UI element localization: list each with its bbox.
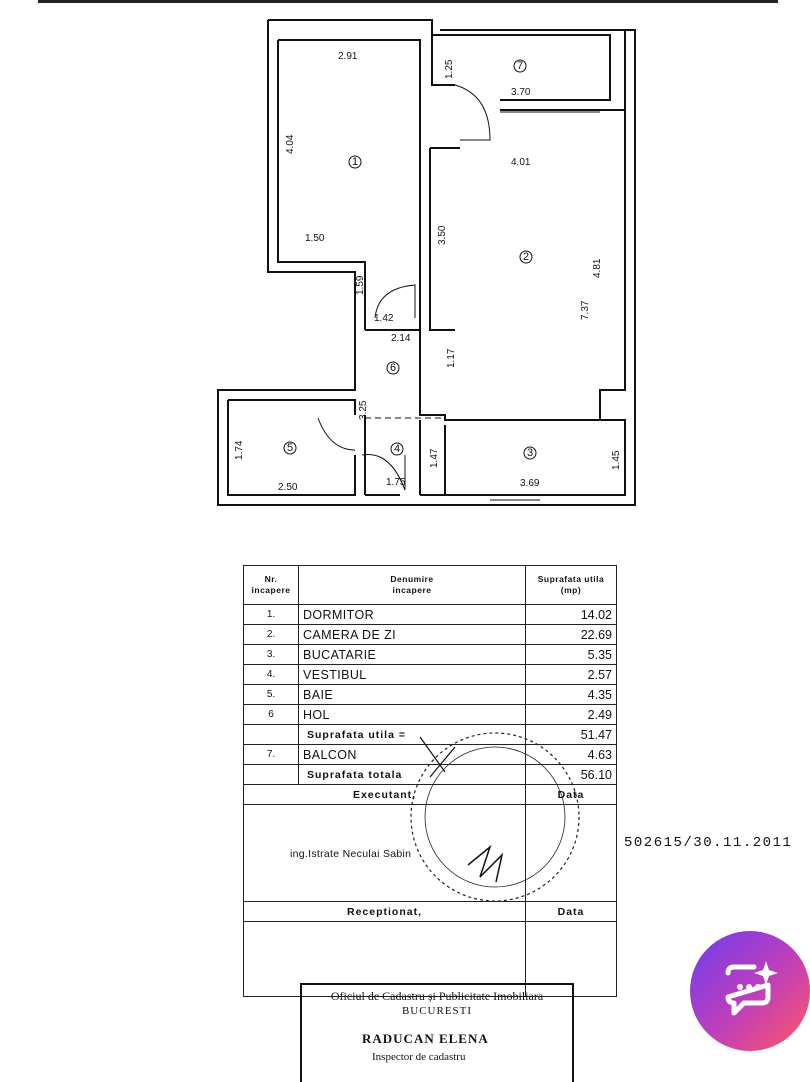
dim-label: 3.25 [358, 400, 369, 420]
cadastre-office-stamp: Oficiul de Cadastru și Publicitate Imobi… [300, 983, 574, 1082]
row-nr: 1. [243, 604, 299, 625]
dim-label: 7.37 [580, 300, 591, 320]
room-number-7: 7 [517, 60, 523, 72]
total-value: 56.10 [525, 764, 617, 785]
dim-label: 1.42 [374, 313, 394, 324]
row-name: DORMITOR [298, 604, 526, 625]
header-nr: Nr. incapere [243, 565, 299, 605]
row-name: BALCON [298, 744, 526, 765]
dim-label: 1.59 [355, 275, 366, 295]
row-area: 2.57 [525, 664, 617, 685]
row-nr: 7. [243, 744, 299, 765]
dim-label: 4.81 [592, 258, 603, 278]
room-number-6: 6 [390, 362, 396, 374]
dim-label: 3.69 [520, 478, 540, 489]
row-nr: 6 [243, 704, 299, 725]
row-area: 5.35 [525, 644, 617, 665]
room-number-2: 2 [523, 251, 529, 263]
row-nr: 3. [243, 644, 299, 665]
row-area: 4.35 [525, 684, 617, 705]
dim-label: 1.74 [234, 440, 245, 460]
executant-name: ing.Istrate Neculai Sabin [290, 848, 412, 860]
row-nr: 4. [243, 664, 299, 685]
subtotal-row: Suprafata utila = 51.47 [243, 724, 617, 745]
dim-label: 4.01 [511, 157, 531, 168]
dim-label: 1.45 [611, 450, 622, 470]
round-seal-stamp [410, 732, 580, 902]
table-row: 2. CAMERA DE ZI 22.69 [243, 624, 617, 645]
chat-assistant-button[interactable] [690, 931, 810, 1051]
top-border-line [38, 0, 778, 3]
row-name: BUCATARIE [298, 644, 526, 665]
dim-label: 4.04 [285, 134, 296, 154]
chat-sparkle-icon [725, 961, 778, 1016]
subtotal-value: 51.47 [525, 724, 617, 745]
room-number-3: 3 [527, 447, 533, 459]
dim-label: 1.50 [305, 233, 325, 244]
room-number-1: 1 [352, 156, 358, 168]
room-number-5: 5 [287, 442, 293, 454]
row-nr: 2. [243, 624, 299, 645]
table-row: 6 HOL 2.49 [243, 704, 617, 725]
subtotal-label: Suprafata utila = [298, 724, 526, 745]
stamp-inspector-name: RADUCAN ELENA [362, 1031, 489, 1046]
room-number-4: 4 [394, 443, 400, 455]
stamp-inspector-title: Inspector de cadastru [372, 1051, 466, 1063]
row-name: CAMERA DE ZI [298, 624, 526, 645]
dim-label: 1.17 [446, 348, 457, 368]
table-row: 5. BAIE 4.35 [243, 684, 617, 705]
row-area: 22.69 [525, 624, 617, 645]
row-area: 14.02 [525, 604, 617, 625]
table-row: 7. BALCON 4.63 [243, 744, 617, 765]
table-row: 1. DORMITOR 14.02 [243, 604, 617, 625]
dim-label: 1.25 [444, 59, 455, 79]
header-name: Denumire incapere [298, 565, 526, 605]
floor-plan: 1 2 3 4 5 6 7 2.91 4.04 1.50 1.59 1.42 2… [217, 19, 636, 506]
total-row: Suprafata totala 56.10 [243, 764, 617, 785]
table-row: 3. BUCATARIE 5.35 [243, 644, 617, 665]
stamp-office-name: Oficiul de Cadastru și Publicitate Imobi… [330, 989, 544, 1003]
dim-label: 2.91 [338, 51, 358, 62]
dim-label: 1.75 [386, 477, 406, 488]
data-label: Data [525, 784, 617, 805]
room-area-table: Nr. incapere Denumire incapere Suprafata… [243, 565, 617, 1075]
document-code: 502615/30.11.2011 [624, 835, 793, 851]
stamp-city: BUCURESTI [401, 1005, 473, 1017]
table-row: 4. VESTIBUL 2.57 [243, 664, 617, 685]
row-nr: 5. [243, 684, 299, 705]
dim-label: 2.14 [391, 333, 411, 344]
row-name: VESTIBUL [298, 664, 526, 685]
dim-label: 1.47 [429, 448, 440, 468]
header-area: Suprafata utila (mp) [525, 565, 617, 605]
dim-label: 3.50 [437, 225, 448, 245]
row-name: BAIE [298, 684, 526, 705]
dim-label: 2.50 [278, 482, 298, 493]
dim-label: 3.70 [511, 87, 531, 98]
